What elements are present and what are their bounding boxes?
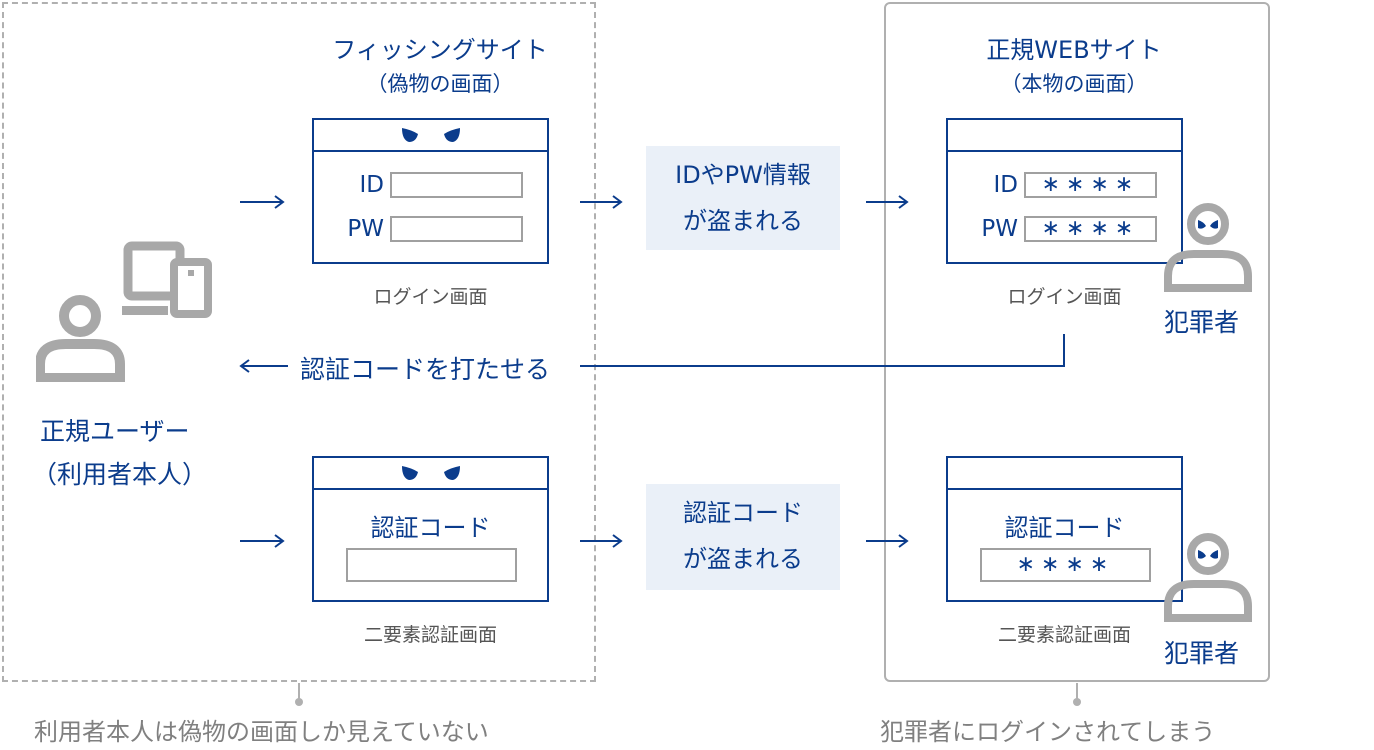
legit-login-screen: ID ∗∗∗∗ PW ∗∗∗∗: [946, 118, 1183, 264]
twofa-code-input[interactable]: ∗∗∗∗: [980, 548, 1151, 582]
legit-2fa-caption: 二要素認証画面: [997, 624, 1131, 646]
arrow-left-icon: [239, 359, 288, 373]
arrow-right-icon: [580, 534, 623, 548]
criminal-label: 犯罪者: [1164, 308, 1240, 337]
id-input[interactable]: ∗∗∗∗: [1024, 172, 1157, 198]
stolen-code-badge: 認証コード が盗まれる: [646, 484, 840, 590]
legit-login-caption: ログイン画面: [1007, 286, 1122, 308]
connector-line: [580, 334, 1065, 367]
pw-input[interactable]: [390, 216, 523, 242]
user-label-line1: 正規ユーザー: [40, 417, 190, 446]
pw-input[interactable]: ∗∗∗∗: [1024, 216, 1157, 242]
criminal-icon: [1164, 203, 1252, 292]
id-label: ID: [993, 172, 1019, 198]
id-input[interactable]: [390, 172, 523, 198]
criminal-icon: [1164, 533, 1252, 622]
arrow-right-icon: [240, 195, 285, 209]
stolen-code-line2: が盗まれる: [683, 545, 803, 573]
phishing-2fa-caption: 二要素認証画面: [363, 624, 497, 646]
user-with-devices-icon: [36, 241, 212, 382]
arrow-right-icon: [580, 195, 623, 209]
twofa-title: 認証コード: [370, 514, 491, 542]
phishing-zone: [2, 2, 596, 682]
legit-zone: [884, 2, 1270, 682]
stolen-credentials-line1: IDやPW情報: [675, 161, 811, 189]
evil-eyes-icon: [402, 466, 460, 480]
phishing-subtitle: （偽物の画面）: [366, 72, 514, 96]
phishing-title: フィッシングサイト: [332, 36, 548, 64]
legit-title: 正規WEBサイト: [986, 36, 1162, 64]
twofa-code-input[interactable]: [346, 548, 517, 582]
phishing-login-caption: ログイン画面: [373, 286, 488, 308]
stolen-credentials-line2: が盗まれる: [683, 207, 803, 235]
evil-eyes-icon: [402, 128, 460, 142]
pw-label: PW: [981, 216, 1018, 242]
left-note: 利用者本人は偽物の画面しか見えていない: [34, 718, 489, 746]
pw-label: PW: [347, 216, 384, 242]
right-note: 犯罪者にログインされてしまう: [880, 718, 1216, 746]
enter-code-label: 認証コードを打たせる: [296, 350, 555, 386]
twofa-title: 認証コード: [1004, 514, 1125, 542]
stolen-credentials-badge: IDやPW情報 が盗まれる: [646, 146, 840, 250]
phishing-2fa-screen: 認証コード: [312, 456, 549, 602]
arrow-right-icon: [866, 195, 909, 209]
user-label-line2: （利用者本人）: [32, 460, 208, 489]
arrow-right-icon: [240, 534, 285, 548]
arrow-right-icon: [866, 534, 909, 548]
legit-2fa-screen: 認証コード ∗∗∗∗: [946, 456, 1183, 602]
stolen-code-line1: 認証コード: [683, 499, 803, 527]
criminal-label: 犯罪者: [1164, 639, 1240, 668]
id-label: ID: [359, 172, 385, 198]
phishing-login-screen: ID PW: [312, 118, 549, 264]
legit-subtitle: （本物の画面）: [1000, 72, 1148, 96]
